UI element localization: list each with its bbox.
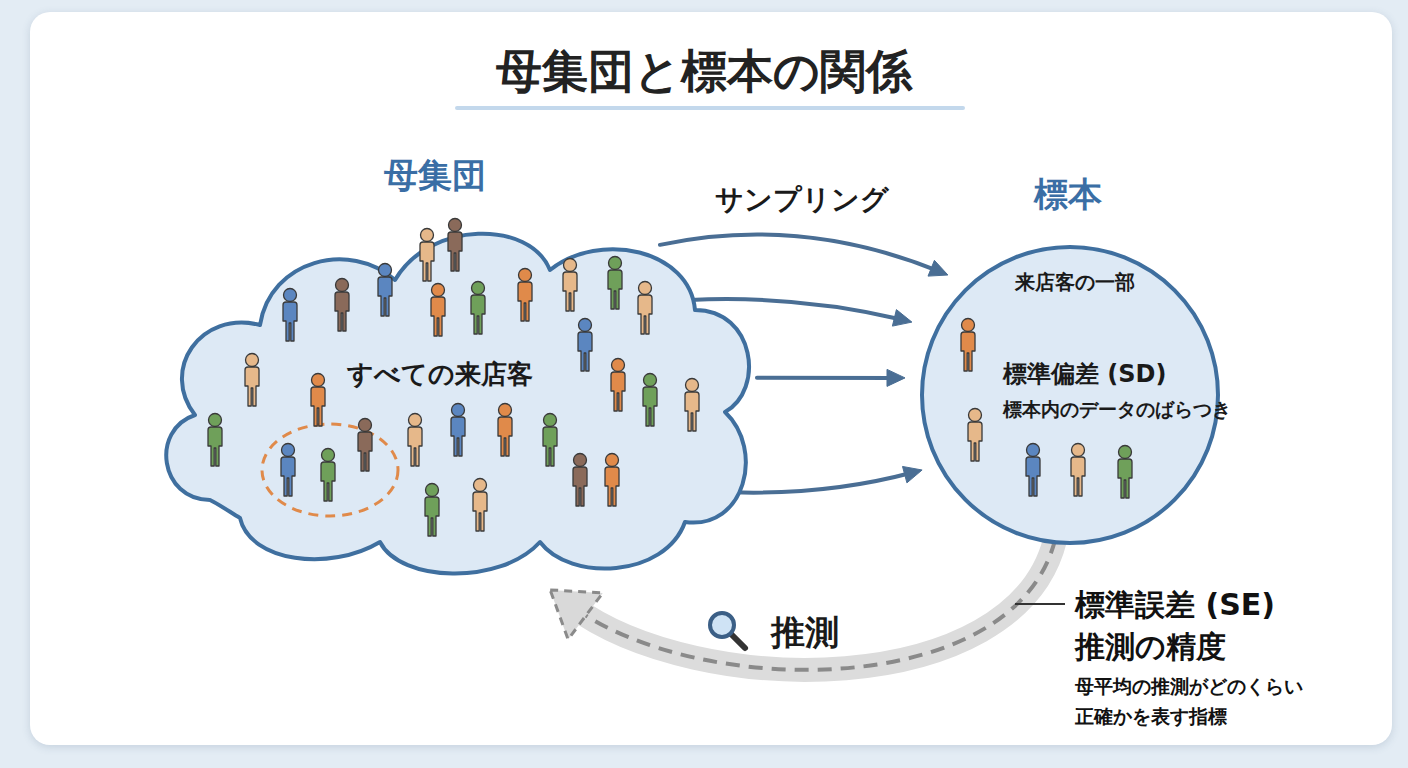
arrow-head <box>928 260 948 276</box>
node-heading: 母集団 <box>335 155 535 196</box>
cloud-shape <box>166 234 749 574</box>
node-text: 来店客の一部 <box>975 270 1175 294</box>
population-cloud: 母集団すべての来店客 <box>150 200 760 580</box>
arrow-head <box>903 466 923 482</box>
connector-line <box>660 234 938 270</box>
sampling-arrow <box>660 234 948 276</box>
node-outline <box>150 200 760 580</box>
diagram-title: 母集団と標本の関係 <box>0 44 1408 99</box>
node-text: 標本内のデータのばらつき <box>1003 398 1323 421</box>
connector-band <box>571 540 1055 670</box>
arrow-head <box>550 590 603 640</box>
callout-heading: 推測の精度 <box>1075 629 1226 665</box>
connector-line <box>757 376 894 380</box>
title-underline <box>455 106 965 110</box>
arrow-head <box>892 310 911 327</box>
arrow-head <box>887 369 905 386</box>
sample-circle: 標本来店客の一部標準偏差 (SD)標本内のデータのばらつき <box>920 245 1220 545</box>
connector-line <box>571 540 1055 670</box>
sampling-arrow <box>757 369 905 386</box>
edge-label: サンプリング <box>715 184 889 218</box>
magnifier-icon <box>710 613 745 648</box>
node-text: すべての来店客 <box>300 359 580 390</box>
connector-line <box>690 473 912 493</box>
callout-note: 母平均の推測がどのくらい 正確かを表す指標 <box>1075 671 1365 731</box>
sampling-arrow <box>690 299 912 326</box>
node-text: 標準偏差 (SD) <box>1003 360 1263 389</box>
edge-label: 推測 <box>771 612 839 653</box>
inference-arrow <box>550 540 1055 670</box>
node-heading: 標本 <box>968 174 1168 215</box>
callout-heading: 標準誤差 (SE) <box>1075 587 1275 623</box>
connector-line <box>690 299 902 319</box>
sampling-arrow <box>690 466 922 492</box>
circle-shape <box>922 247 1218 543</box>
